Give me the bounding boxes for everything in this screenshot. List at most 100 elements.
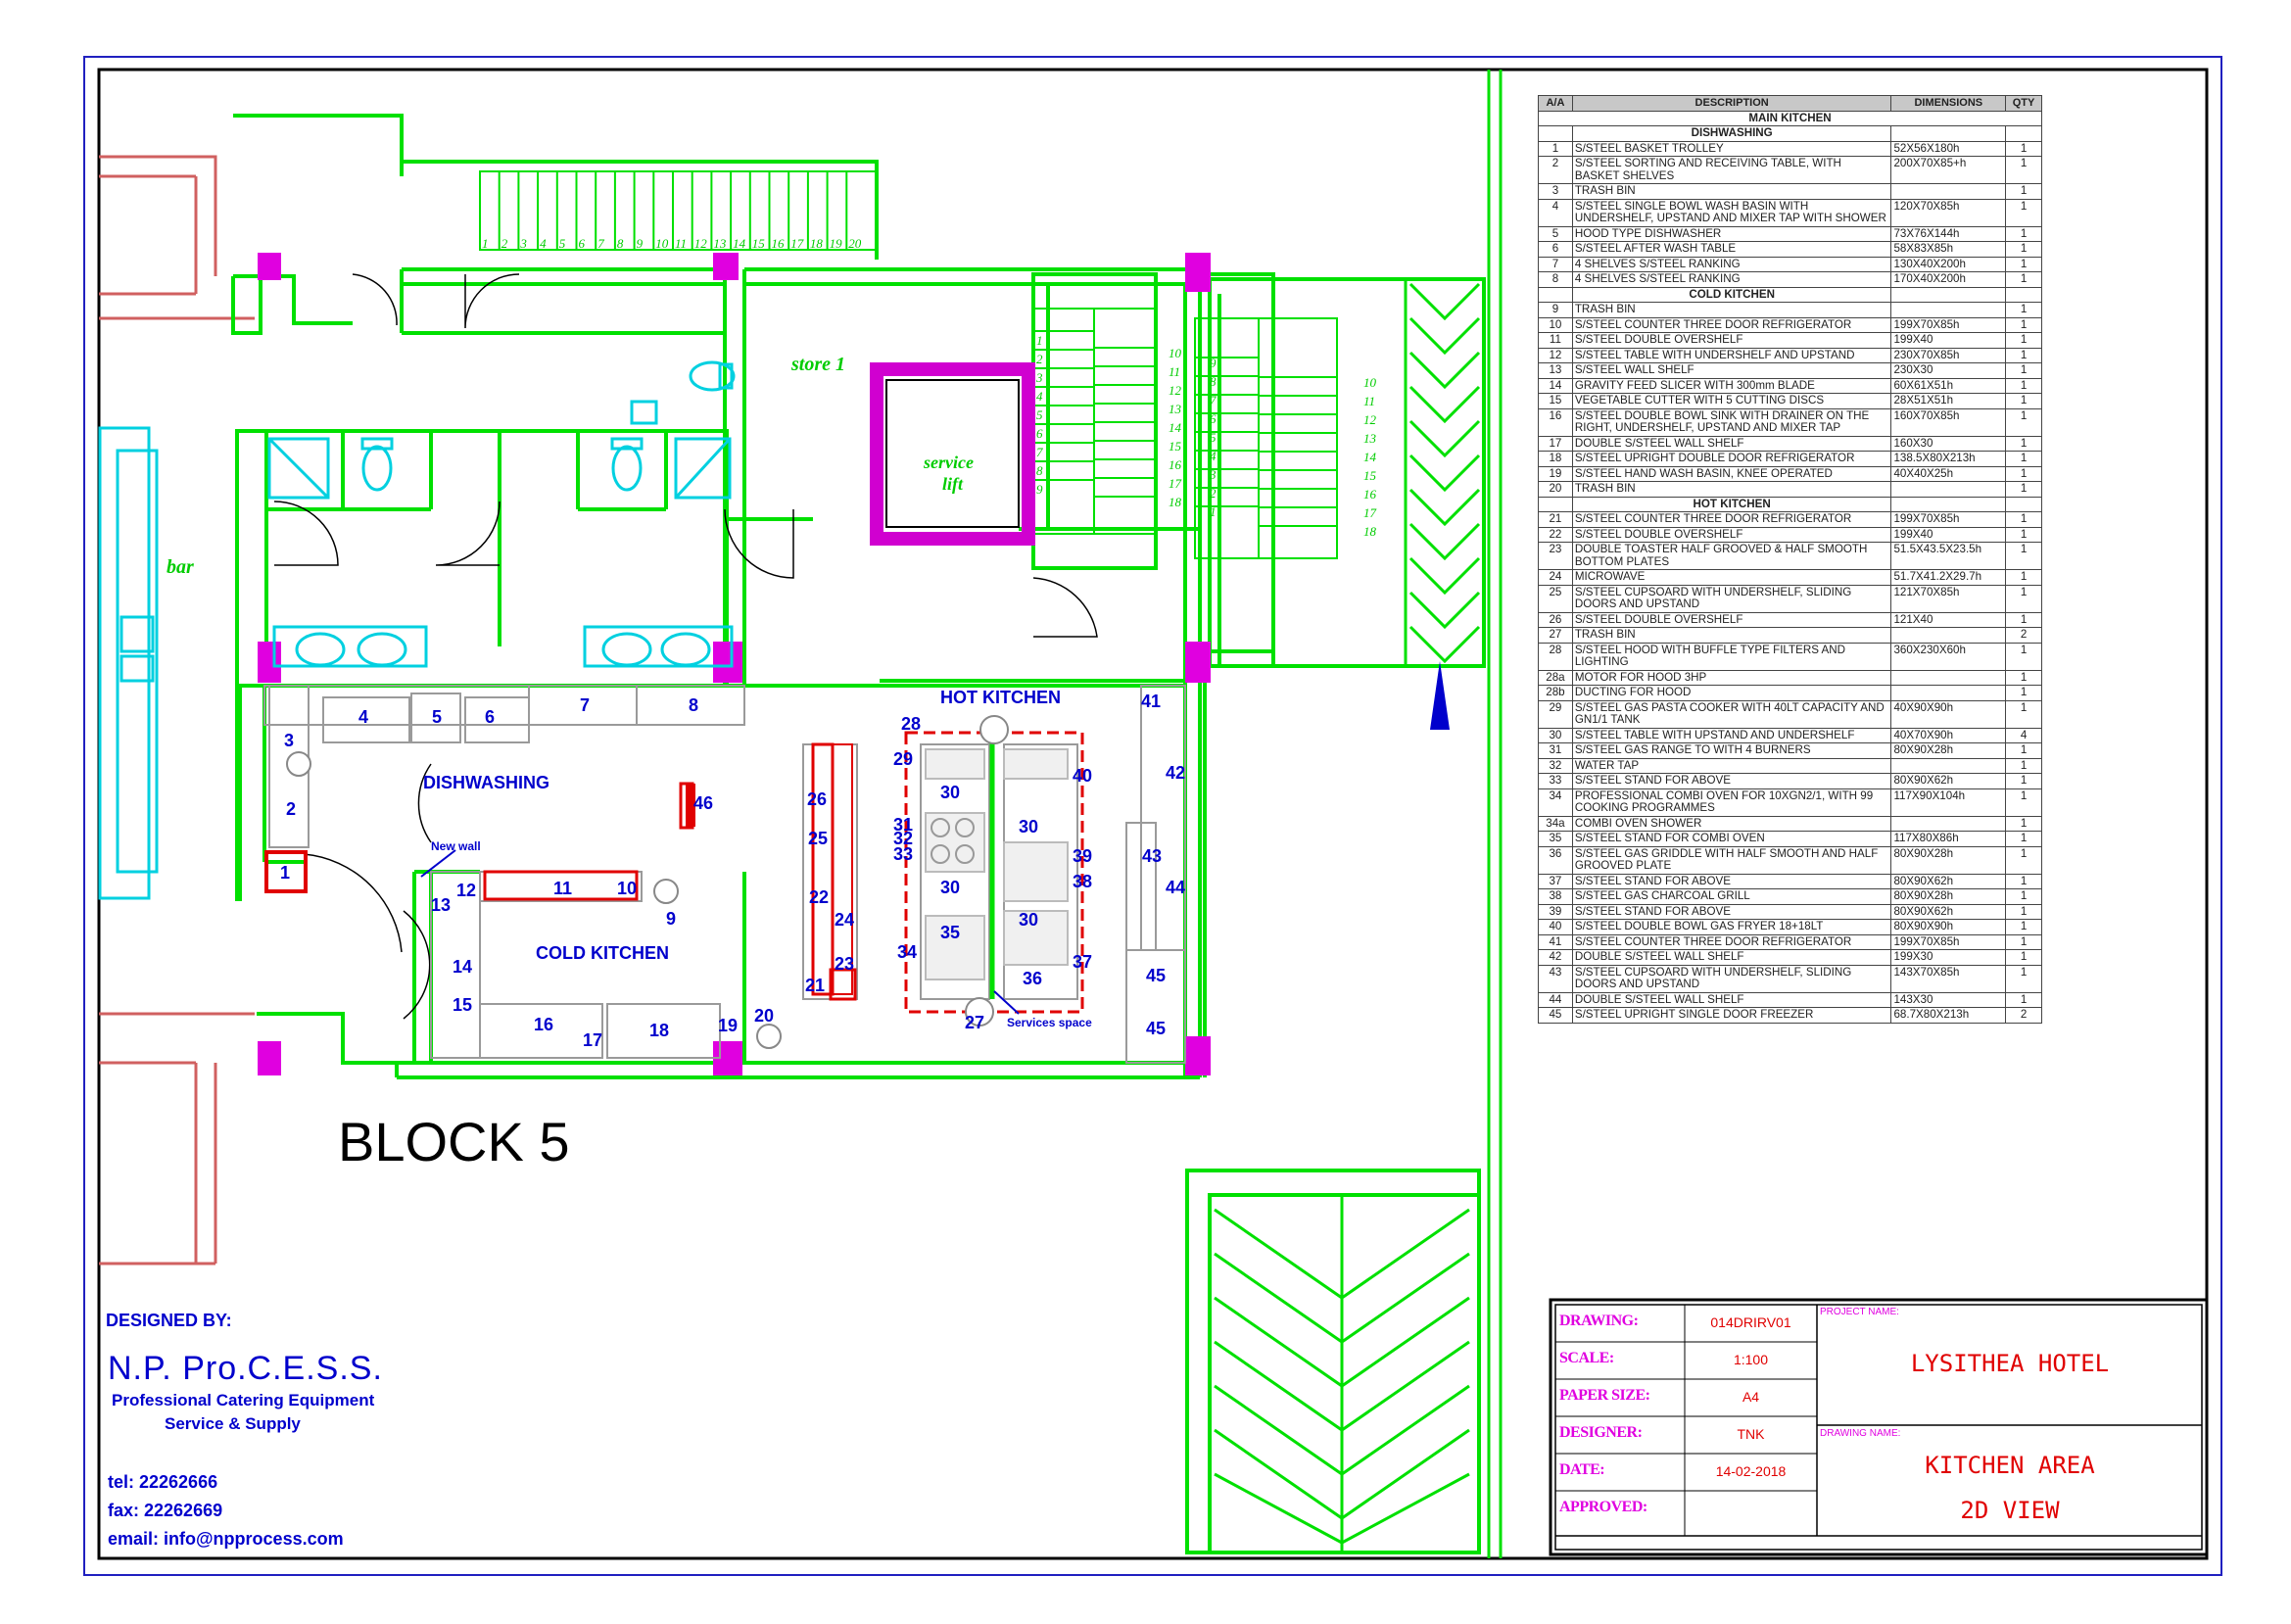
row-description: S/STEEL SORTING AND RECEIVING TABLE, WIT…: [1571, 156, 1892, 184]
row-aa: 34: [1538, 788, 1573, 817]
row-qty: 1: [2005, 642, 2042, 671]
row-description: TRASH BIN: [1571, 302, 1892, 318]
structural-columns: [258, 253, 1211, 1075]
row-aa: 24: [1538, 569, 1573, 586]
stair-step-number: 5: [559, 236, 566, 251]
row-description: S/STEEL CUPSOARD WITH UNDERSHELF, SLIDIN…: [1571, 964, 1892, 993]
section-aa-empty: [1538, 125, 1573, 142]
row-qty: 1: [2005, 377, 2042, 394]
stair-step-number: 18: [1169, 495, 1182, 509]
row-qty: 1: [2005, 241, 2042, 258]
stair-step-number: 1: [482, 236, 489, 251]
stair-step-number: 18: [1363, 524, 1377, 539]
row-qty: 1: [2005, 511, 2042, 528]
equipment-number-41: 41: [1141, 692, 1161, 711]
equipment-schedule-table: A/A DESCRIPTION DIMENSIONS QTY MAIN KITC…: [1538, 95, 2042, 1024]
stair-step-number: 12: [694, 236, 708, 251]
row-dimensions: 40X40X25h: [1890, 465, 2007, 482]
designer-fax: fax: 22262669: [108, 1501, 223, 1520]
row-description: S/STEEL GAS GRIDDLE WITH HALF SMOOTH AND…: [1571, 845, 1892, 875]
equipment-number-8: 8: [689, 695, 698, 715]
row-qty: 1: [2005, 198, 2042, 227]
row-qty: 1: [2005, 156, 2042, 184]
row-dimensions: 360X230X60h: [1890, 642, 2007, 671]
designer-value: TNK: [1737, 1426, 1765, 1442]
stair-step-number: 7: [1210, 393, 1217, 407]
stair-step-number: 5: [1210, 430, 1217, 445]
row-description: S/STEEL COUNTER THREE DOOR REFRIGERATOR: [1571, 933, 1892, 950]
stair-step-number: 10: [1169, 346, 1182, 360]
equipment-number-45: 45: [1146, 966, 1166, 985]
equipment-number-19: 19: [718, 1016, 738, 1035]
row-qty: 1: [2005, 569, 2042, 586]
stair-step-number: 4: [1210, 449, 1217, 463]
row-qty: 1: [2005, 542, 2042, 570]
row-dimensions: 200X70X85+h: [1890, 156, 2007, 184]
stair-step-number: 13: [713, 236, 727, 251]
stair-step-number: 14: [1169, 420, 1182, 435]
equipment-number-16: 16: [534, 1015, 553, 1034]
equipment-number-28: 28: [901, 714, 921, 734]
equipment-number-22: 22: [809, 887, 829, 907]
row-aa: 20: [1538, 481, 1573, 498]
stair-step-number: 4: [1036, 389, 1043, 404]
section-qty-empty: [2005, 125, 2042, 142]
row-aa: 10: [1538, 316, 1573, 333]
row-qty: 1: [2005, 256, 2042, 272]
row-description: S/STEEL COUNTER THREE DOOR REFRIGERATOR: [1571, 316, 1892, 333]
column: [1185, 253, 1211, 292]
stair-step-number: 1: [1036, 333, 1043, 348]
row-dimensions: 80X90X62h: [1890, 873, 2007, 889]
row-aa: 44: [1538, 991, 1573, 1008]
row-dimensions: 40X90X90h: [1890, 699, 2007, 729]
equipment-number-3: 3: [284, 731, 294, 750]
row-description: S/STEEL STAND FOR ABOVE: [1571, 773, 1892, 789]
equipment-number-29: 29: [893, 749, 913, 769]
row-description: S/STEEL STAND FOR COMBI OVEN: [1571, 831, 1892, 847]
section-heading-row: DISHWASHING: [1538, 125, 2042, 142]
stair-step-number: 11: [675, 236, 687, 251]
row-aa: 39: [1538, 903, 1573, 920]
stair-step-number: 3: [519, 236, 527, 251]
column: [713, 642, 742, 683]
store-label: store 1: [790, 354, 845, 375]
stair-step-number: 17: [1169, 476, 1182, 491]
row-dimensions: 230X70X85h: [1890, 347, 2007, 363]
row-aa: 9: [1538, 302, 1573, 318]
row-aa: 19: [1538, 465, 1573, 482]
equipment-number-23: 23: [835, 954, 854, 974]
equipment-number-15: 15: [453, 995, 472, 1015]
row-qty: 1: [2005, 669, 2042, 686]
row-dimensions: 58X83X85h: [1890, 241, 2007, 258]
row-aa: 30: [1538, 727, 1573, 743]
stair-step-number: 10: [1363, 375, 1377, 390]
stair-step-number: 17: [790, 236, 804, 251]
row-aa: 21: [1538, 511, 1573, 528]
row-dimensions: 138.5X80X213h: [1890, 451, 2007, 467]
row-dimensions: 199X30: [1890, 949, 2007, 966]
stair-step-number: 18: [810, 236, 824, 251]
trash-bin-27-bottom: [965, 997, 994, 1027]
section-dim-empty: [1890, 286, 2007, 303]
designer-tagline-1: Professional Catering Equipment: [112, 1391, 375, 1409]
equipment-number-11: 11: [553, 879, 572, 898]
adjacent-building-bottom: [99, 1012, 255, 1266]
row-aa: 40: [1538, 919, 1573, 935]
equipment-number-32: 32: [893, 829, 913, 848]
row-dimensions: [1890, 757, 2007, 774]
dishwashing-label: DISHWASHING: [423, 773, 549, 792]
